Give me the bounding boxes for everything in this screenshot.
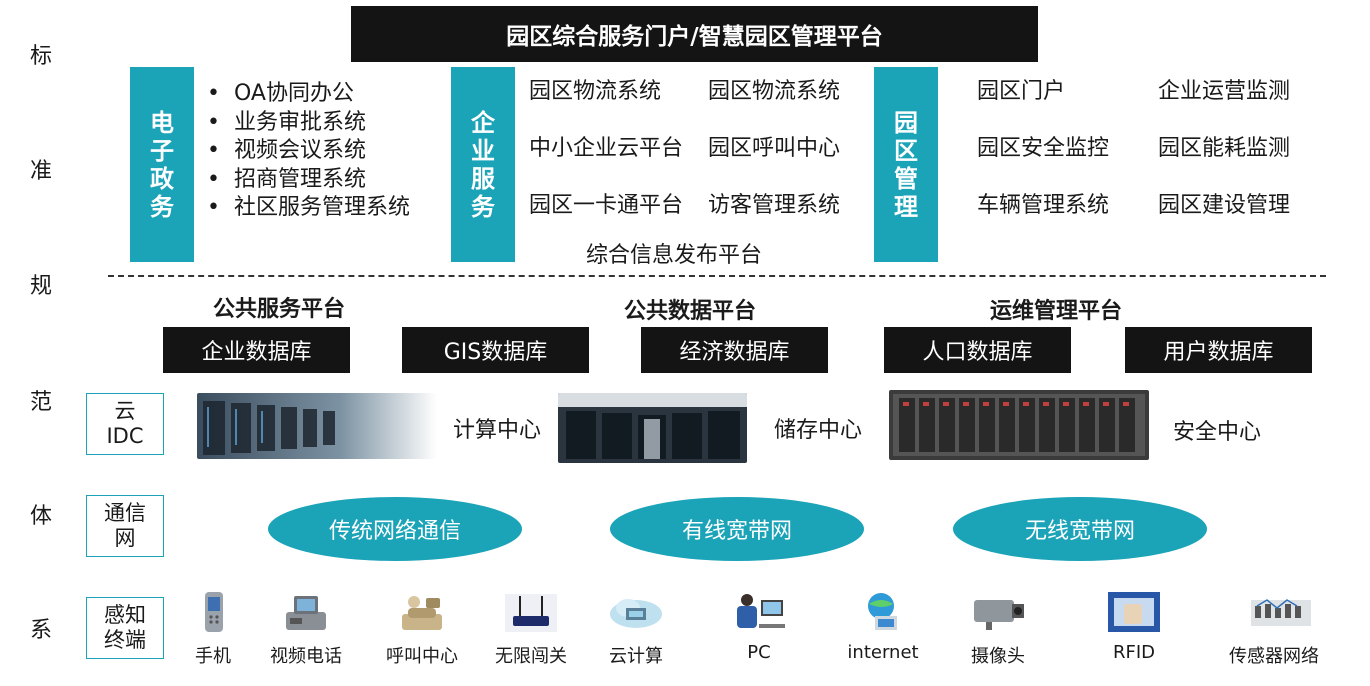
- enterprise-category-label: 企业服务: [471, 108, 495, 221]
- video-phone-icon: [286, 596, 326, 630]
- platform-title: 公共服务平台: [213, 297, 346, 322]
- side-title-char: 标: [30, 44, 53, 69]
- side-title-char: 规: [30, 274, 53, 299]
- info-publish-platform: 综合信息发布平台: [586, 243, 763, 268]
- device-cloud-computing: 云计算: [588, 590, 684, 668]
- device-label: 传感器网络: [1229, 646, 1319, 667]
- list-item: 招商管理系统: [205, 166, 410, 195]
- device-label: 无限闯关: [495, 646, 567, 667]
- device-wireless-router: 无限闯关: [483, 590, 579, 668]
- storage-center-label: 储存中心: [774, 418, 863, 443]
- idc-row-label: 云 IDC: [86, 393, 164, 455]
- device-rfid: RFID: [1086, 590, 1182, 663]
- enterprise-system-item: 园区物流系统: [708, 79, 841, 104]
- security-center-image: [889, 390, 1149, 460]
- cloud-computing-icon: [610, 599, 662, 628]
- device-label: 摄像头: [971, 646, 1025, 667]
- egov-category-block: 电子政务: [130, 67, 194, 262]
- rfid-card-icon: [1108, 592, 1160, 632]
- egov-category-label: 电子政务: [150, 108, 174, 221]
- device-label: 呼叫中心: [386, 646, 458, 667]
- sensor-network-icon: [1251, 599, 1311, 626]
- side-title-char: 范: [30, 390, 53, 415]
- park-management-category-block: 园区管理: [874, 67, 938, 262]
- side-title-char: 系: [30, 618, 53, 643]
- section-divider: [108, 275, 1326, 277]
- side-title-char: 准: [30, 159, 53, 184]
- park-management-category-label: 园区管理: [894, 108, 918, 221]
- park-system-item: 园区建设管理: [1158, 193, 1291, 218]
- comm-row-label: 通信 网: [86, 495, 164, 557]
- enterprise-system-item: 园区物流系统: [529, 79, 662, 104]
- enterprise-category-block: 企业服务: [451, 67, 515, 262]
- mobile-phone-icon: [205, 592, 223, 632]
- enterprise-system-item: 访客管理系统: [708, 193, 841, 218]
- device-call-center: 呼叫中心: [374, 590, 470, 668]
- park-system-item: 企业运营监测: [1158, 79, 1291, 104]
- device-label: RFID: [1112, 642, 1156, 663]
- platform-title: 运维管理平台: [990, 299, 1123, 324]
- globe-computer-icon: [868, 593, 897, 630]
- computing-center-image: [197, 393, 437, 459]
- device-camera: 摄像头: [950, 590, 1046, 668]
- device-phone: 手机: [165, 590, 261, 668]
- list-item: 社区服务管理系统: [205, 194, 410, 223]
- egov-system-list: OA协同办公 业务审批系统 视频会议系统 招商管理系统 社区服务管理系统: [205, 80, 410, 223]
- device-sensor-network: 传感器网络: [1226, 590, 1322, 668]
- database-box: 用户数据库: [1125, 327, 1312, 373]
- park-system-item: 车辆管理系统: [977, 193, 1110, 218]
- sense-row-label: 感知 终端: [86, 597, 164, 659]
- park-system-item: 园区安全监控: [977, 136, 1110, 161]
- side-title-char: 体: [30, 504, 53, 529]
- computing-center-label: 计算中心: [453, 418, 542, 443]
- list-item: OA协同办公: [205, 80, 410, 109]
- call-center-icon: [402, 596, 442, 630]
- camera-icon: [974, 600, 1024, 630]
- network-oval: 传统网络通信: [268, 497, 522, 561]
- park-system-item: 园区能耗监测: [1158, 136, 1291, 161]
- device-internet: internet: [835, 590, 931, 663]
- device-label: PC: [747, 642, 771, 663]
- storage-center-image: [558, 393, 747, 463]
- list-item: 业务审批系统: [205, 109, 410, 138]
- device-label: 手机: [195, 646, 231, 667]
- database-box: 企业数据库: [163, 327, 350, 373]
- portal-title: 园区综合服务门户/智慧园区管理平台: [351, 6, 1038, 62]
- network-oval: 有线宽带网: [610, 497, 864, 561]
- park-system-item: 园区门户: [977, 79, 1066, 104]
- device-label: 云计算: [609, 646, 663, 667]
- security-center-label: 安全中心: [1173, 420, 1262, 445]
- device-label: 视频电话: [270, 646, 342, 667]
- device-label: internet: [847, 642, 919, 663]
- list-item: 视频会议系统: [205, 137, 410, 166]
- enterprise-system-item: 园区呼叫中心: [708, 136, 841, 161]
- database-box: 经济数据库: [641, 327, 828, 373]
- device-pc: PC: [711, 590, 807, 663]
- network-oval: 无线宽带网: [953, 497, 1207, 561]
- database-box: GIS数据库: [402, 327, 589, 373]
- enterprise-system-item: 园区一卡通平台: [529, 193, 684, 218]
- platform-title: 公共数据平台: [624, 299, 757, 324]
- database-box: 人口数据库: [884, 327, 1071, 373]
- pc-user-icon: [737, 594, 785, 628]
- enterprise-system-item: 中小企业云平台: [529, 136, 684, 161]
- device-video-phone: 视频电话: [258, 590, 354, 668]
- wireless-router-icon: [505, 594, 557, 632]
